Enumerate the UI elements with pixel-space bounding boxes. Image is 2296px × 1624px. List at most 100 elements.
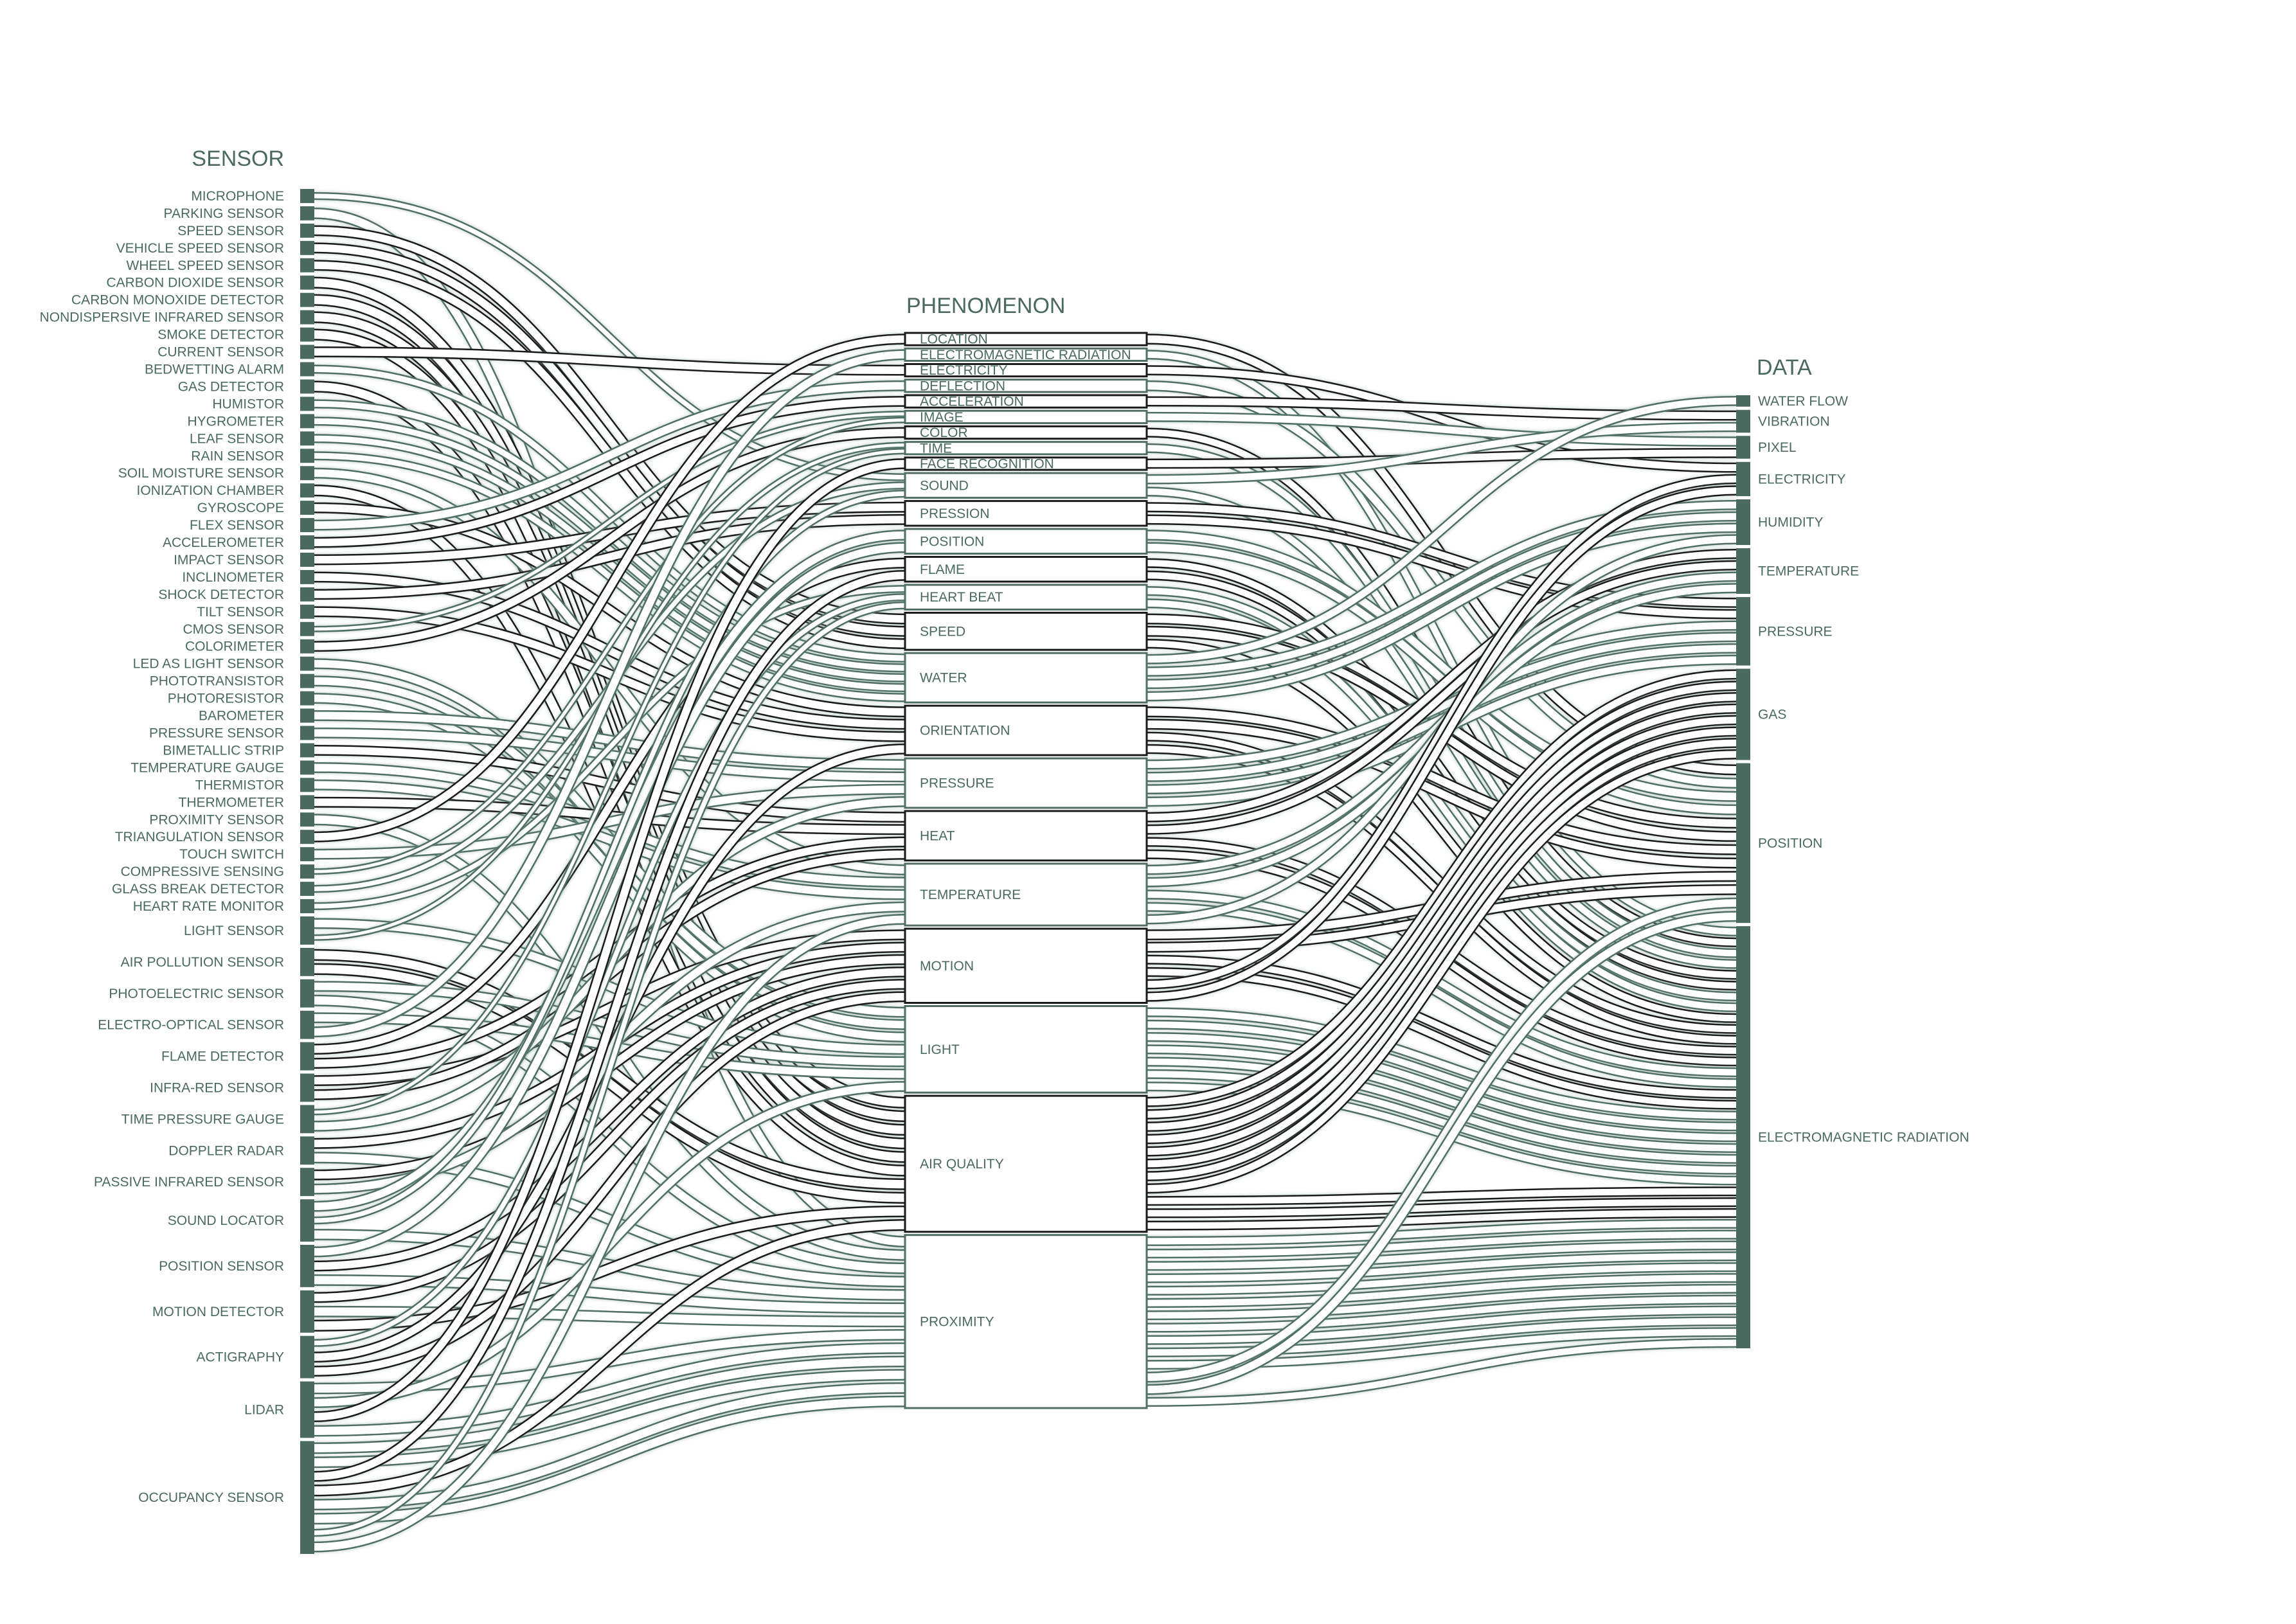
- flow-phenomenon-data-64-fill: [1146, 1188, 1737, 1204]
- sensor-bar: [300, 1168, 314, 1197]
- data-bar: [1736, 763, 1750, 924]
- sensor-bar: [300, 292, 314, 307]
- flow-sensor-phenomenon-78-fill: [314, 571, 906, 1481]
- flow-sensor-phenomenon-83: [314, 913, 906, 1553]
- flow-sensor-phenomenon-66-fill: [314, 980, 906, 1301]
- sensor-node-motion-detector: MOTION DETECTOR: [152, 1290, 314, 1333]
- flow-phenomenon-data-62: [1146, 736, 1737, 1182]
- sensor-label: MICROPHONE: [191, 189, 284, 204]
- sensor-bar: [300, 604, 314, 619]
- phenomenon-box: [904, 456, 1148, 471]
- flow-phenomenon-data-67: [1146, 1218, 1737, 1247]
- sensor-label: NONDISPERSIVE INFRARED SENSOR: [40, 310, 284, 325]
- sensor-bar: [300, 1245, 314, 1287]
- phenomenon-node-image: IMAGE: [904, 409, 1148, 425]
- flow-sensor-phenomenon-71: [314, 990, 906, 1378]
- phenomenon-label: ELECTROMAGNETIC RADIATION: [920, 348, 1131, 362]
- flow-sensor-phenomenon-69-fill: [314, 594, 906, 1346]
- flow-sensor-phenomenon-77-fill: [314, 1370, 906, 1467]
- phenomenon-box: [904, 425, 1148, 440]
- flow-sensor-phenomenon-25-fill: [314, 412, 906, 631]
- flow-sensor-phenomenon-20: [314, 395, 906, 549]
- flow-phenomenon-data-70-fill: [1146, 1253, 1737, 1282]
- flow-phenomenon-data-49: [1146, 1006, 1737, 1121]
- phenomenon-node-deflection: DEFLECTION: [904, 379, 1148, 393]
- sensor-node-colorimeter: COLORIMETER: [185, 639, 314, 654]
- sensor-node-flame-detector: FLAME DETECTOR: [161, 1042, 314, 1071]
- sensor-label: FLEX SENSOR: [190, 518, 284, 533]
- flow-sensor-phenomenon-39: [314, 416, 906, 876]
- sensor-bar: [300, 1042, 314, 1071]
- phenomenon-node-face-recognition: FACE RECOGNITION: [904, 456, 1148, 471]
- sensor-bar: [300, 743, 314, 758]
- phenomenon-node-heat: HEAT: [904, 810, 1148, 862]
- data-column: WATER FLOWVIBRATIONPIXELELECTRICITYHUMID…: [1736, 394, 1969, 1348]
- phenomenon-box: [904, 862, 1148, 927]
- sensor-node-infra-red-sensor: INFRA-RED SENSOR: [150, 1073, 314, 1102]
- flow-phenomenon-data-41-fill: [1146, 904, 1737, 1087]
- sensor-node-soil-moisture-sensor: SOIL MOISTURE SENSOR: [118, 466, 314, 481]
- flow-phenomenon-data-75-fill: [1146, 1307, 1737, 1344]
- sensor-node-heart-rate-monitor: HEART RATE MONITOR: [133, 899, 314, 914]
- sensor-bar: [300, 275, 314, 290]
- sensor-bar: [300, 691, 314, 706]
- sensor-label: LED AS LIGHT SENSOR: [133, 657, 284, 672]
- data-bar: [1736, 926, 1750, 1348]
- sensor-label: CURRENT SENSOR: [157, 345, 284, 360]
- phenomenon-label: ELECTRICITY: [920, 363, 1008, 378]
- flow-phenomenon-data-67-fill: [1146, 1220, 1737, 1245]
- phenomenon-node-speed: SPEED: [904, 611, 1148, 651]
- sensor-bar: [300, 674, 314, 688]
- sensor-label: PROXIMITY SENSOR: [149, 812, 284, 827]
- flow-phenomenon-data-53-fill: [1146, 1058, 1737, 1163]
- flow-phenomenon-data-79-fill: [1146, 912, 1737, 1394]
- sensor-node-proximity-sensor: PROXIMITY SENSOR: [149, 812, 314, 827]
- phenomenon-box: [904, 1004, 1148, 1094]
- phenomenon-label: MOTION: [920, 959, 974, 974]
- sensor-bar: [300, 223, 314, 238]
- sensor-node-inclinometer: INCLINOMETER: [182, 570, 314, 585]
- sensor-bar: [300, 258, 314, 272]
- sensor-node-pressure-sensor: PRESSURE SENSOR: [149, 726, 314, 741]
- flow-phenomenon-data-56-fill: [1146, 671, 1737, 1106]
- sensor-label: PHOTORESISTOR: [168, 692, 284, 706]
- flow-phenomenon-data-46-fill: [1146, 968, 1737, 1109]
- sensor-label: PASSIVE INFRARED SENSOR: [94, 1175, 284, 1190]
- flow-sensor-phenomenon-67-fill: [314, 1307, 906, 1326]
- data-bar: [1736, 395, 1750, 407]
- flow-sensor-phenomenon-61-fill: [314, 491, 906, 1223]
- phenomenon-box: [904, 441, 1148, 456]
- sensor-node-carbon-monoxide-detector: CARBON MONOXIDE DETECTOR: [71, 293, 314, 308]
- flow-sensor-phenomenon-25: [314, 409, 906, 634]
- sensor-bar: [300, 466, 314, 481]
- phenomenon-node-sound: SOUND: [904, 472, 1148, 499]
- phenomenon-box: [904, 1094, 1148, 1233]
- sensor-node-occupancy-sensor: OCCUPANCY SENSOR: [138, 1441, 314, 1554]
- sensor-node-air-pollution-sensor: AIR POLLUTION SENSOR: [121, 947, 314, 976]
- phenomenon-box: [904, 810, 1148, 862]
- sensor-label: CARBON DIOXIDE SENSOR: [106, 276, 284, 290]
- sensor-label: LIGHT SENSOR: [184, 924, 284, 938]
- sensor-label: RAIN SENSOR: [191, 449, 284, 463]
- sensor-bar: [300, 656, 314, 671]
- flow-phenomenon-data-50-fill: [1146, 1021, 1737, 1130]
- phenomenon-node-time: TIME: [904, 441, 1148, 456]
- sensor-label: PHOTOELECTRIC SENSOR: [109, 986, 284, 1001]
- flow-phenomenon-data-27: [1146, 718, 1737, 870]
- phenomenon-box: [904, 652, 1148, 704]
- flow-sensor-phenomenon-69: [314, 592, 906, 1348]
- sensor-bar: [300, 864, 314, 879]
- data-label: TEMPERATURE: [1758, 564, 1859, 579]
- phenomenon-box: [904, 362, 1148, 378]
- sensor-bar: [300, 1335, 314, 1379]
- flow-sensor-phenomenon-54: [314, 447, 906, 1116]
- sensor-label: IMPACT SENSOR: [174, 553, 284, 567]
- flow-sensor-phenomenon-61: [314, 488, 906, 1226]
- sensor-bar: [300, 708, 314, 723]
- sensor-label: BEDWETTING ALARM: [145, 362, 284, 377]
- sensor-label: SOIL MOISTURE SENSOR: [118, 466, 284, 481]
- sensor-bar: [300, 189, 314, 203]
- flow-sensor-phenomenon-38: [314, 783, 906, 861]
- data-label: HUMIDITY: [1758, 515, 1824, 530]
